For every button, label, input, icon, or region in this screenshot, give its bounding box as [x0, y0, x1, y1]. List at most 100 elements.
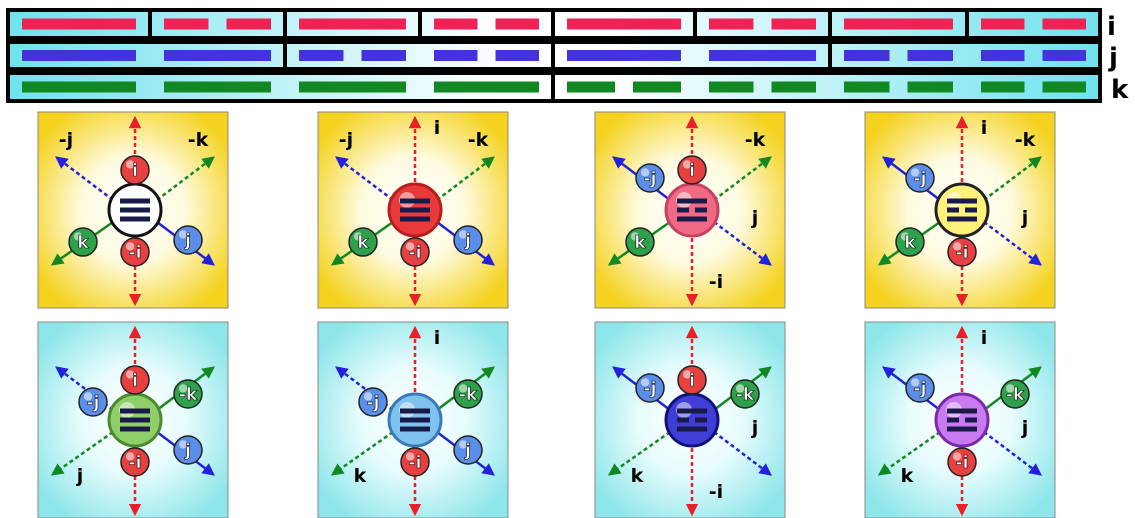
node-up: i	[120, 155, 150, 185]
node-down-label: -i	[129, 453, 142, 473]
node-up-left: -j	[635, 373, 665, 403]
node-up-label: i	[132, 371, 138, 391]
node-up-right: -k	[1000, 379, 1030, 409]
center-sphere	[664, 392, 720, 448]
node-up-left-label: -j	[644, 169, 657, 189]
label-up-free: i	[434, 117, 441, 139]
center-sphere-circle	[664, 182, 720, 238]
band-row-i: i	[6, 8, 1116, 42]
node-up-left-shine	[640, 378, 650, 387]
node-up-right-label: -k	[1006, 385, 1025, 405]
node-down-right: j	[453, 225, 483, 255]
solid-line-bar	[299, 81, 406, 93]
trigram-broken-line	[677, 417, 689, 423]
node-down: -i	[947, 447, 977, 477]
band-label-i: i	[1107, 12, 1116, 42]
trigram-solid-line	[677, 198, 707, 204]
node-up-label: i	[689, 371, 695, 391]
node-up-right: -k	[173, 379, 203, 409]
trigram-solid-line	[677, 408, 707, 414]
node-down-shine	[952, 452, 962, 461]
center-sphere-circle	[934, 392, 990, 448]
node-up: i	[677, 155, 707, 185]
node-down: -i	[400, 237, 430, 267]
center-sphere	[934, 182, 990, 238]
node-down-right-label: j	[184, 231, 191, 251]
broken-line-bar	[844, 81, 890, 93]
trigram-solid-line	[120, 426, 150, 432]
broken-line-bar	[981, 18, 1025, 30]
arrow-k-down-left	[607, 430, 671, 476]
center-sphere-circle	[664, 392, 720, 448]
node-up-left-shine	[83, 392, 93, 401]
trigram-broken-line	[695, 207, 707, 213]
broken-line-bar	[981, 50, 1025, 61]
band-row-k: k	[6, 71, 1129, 105]
node-up-right-label: -k	[736, 385, 755, 405]
node-up-left-label: -j	[914, 169, 927, 189]
node-down-left-shine	[73, 232, 83, 241]
trigram-broken-line	[947, 207, 959, 213]
trigram-solid-line	[400, 408, 430, 414]
label-down-left: j	[76, 465, 84, 487]
node-down-right-label: j	[184, 441, 191, 461]
node-down-label: -i	[409, 243, 422, 263]
broken-line-bar	[709, 81, 754, 93]
solid-line-bar	[299, 18, 406, 30]
node-down-left-label: k	[357, 233, 369, 253]
node-down-label: -i	[129, 243, 142, 263]
trigram-solid-line	[947, 408, 977, 414]
broken-line-bar	[299, 50, 344, 61]
broken-line-bar	[771, 81, 816, 93]
broken-line-bar	[495, 50, 539, 61]
node-down: -i	[947, 237, 977, 267]
label-up-right: -k	[188, 129, 209, 151]
node-down-left-shine	[353, 232, 363, 241]
node-down-left-label: k	[77, 233, 89, 253]
node-up-left-shine	[363, 392, 373, 401]
tile-5: i-i-j-kjj	[37, 321, 229, 518]
label-down-right: j	[751, 207, 759, 229]
node-down-right: j	[453, 435, 483, 465]
label-down-right: j	[1021, 207, 1029, 229]
node-up-right-shine	[458, 384, 468, 393]
trigram-solid-line	[677, 216, 707, 222]
node-down-label: -i	[956, 453, 969, 473]
node-up-right: -k	[730, 379, 760, 409]
label-up-free: i	[981, 327, 988, 349]
node-up-right-label: -k	[459, 385, 478, 405]
broken-line-bar	[709, 18, 754, 30]
trigram-solid-line	[677, 426, 707, 432]
broken-line-bar	[226, 18, 271, 30]
node-down-shine	[125, 242, 135, 251]
solid-line-bar	[164, 50, 271, 61]
label-up-right: -k	[1015, 129, 1036, 151]
broken-line-bar	[1042, 50, 1086, 61]
band-row-j: j	[6, 40, 1118, 73]
broken-line-bar	[981, 81, 1025, 93]
tile-6: i-i-j-kkj	[317, 321, 509, 518]
center-sphere	[934, 392, 990, 448]
node-up-left: -j	[635, 163, 665, 193]
node-down-left-shine	[630, 232, 640, 241]
solid-line-bar	[164, 81, 271, 93]
node-down-left-shine	[900, 232, 910, 241]
trigram-solid-line	[400, 207, 430, 213]
center-sphere	[107, 392, 163, 448]
node-down-left: k	[68, 227, 98, 257]
solid-line-bar	[22, 81, 136, 93]
label-up-free: i	[981, 117, 988, 139]
node-up-label: i	[132, 161, 138, 181]
arrow-k-down-left	[330, 430, 394, 476]
trigram-solid-line	[400, 198, 430, 204]
trigram-solid-line	[947, 426, 977, 432]
solid-line-bar	[567, 18, 681, 30]
band-label-j: j	[1108, 43, 1118, 73]
trigram-solid-line	[120, 417, 150, 423]
center-sphere-circle	[934, 182, 990, 238]
trigram-broken-line	[965, 417, 977, 423]
node-up-left-shine	[910, 378, 920, 387]
